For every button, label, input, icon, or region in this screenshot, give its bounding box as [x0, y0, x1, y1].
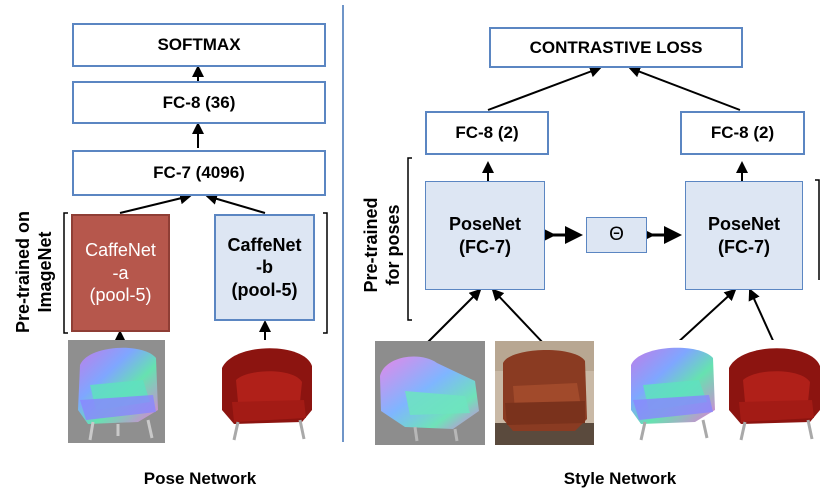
caffenet-a-line3: (pool-5) — [89, 285, 152, 306]
pose-side-label-line1: Pre-trained on — [13, 210, 33, 334]
fc7-4096-label: FC-7 (4096) — [153, 163, 245, 183]
posenet-left-box: PoseNet (FC-7) — [425, 181, 545, 290]
pose-side-label: Pre-trained on ImageNet — [12, 211, 56, 333]
softmax-label: SOFTMAX — [157, 35, 241, 55]
contrastive-loss-box: CONTRASTIVE LOSS — [489, 27, 743, 68]
caffenet-a-line2: -a — [112, 262, 129, 283]
caffenet-b-box: CaffeNet -b (pool-5) — [214, 214, 315, 321]
style-bracket-left — [407, 157, 412, 321]
arrow-caffenet-b-to-fc7 — [205, 193, 266, 214]
fc8-left-label: FC-8 (2) — [455, 123, 519, 143]
arrow-image1-to-posenet-left — [424, 288, 482, 346]
style-side-label-line2: for poses — [383, 204, 403, 286]
pose-side-label-line2: ImageNet — [35, 231, 55, 313]
normal-map-chair-image — [68, 340, 165, 443]
posenet-left-line1: PoseNet — [448, 214, 522, 234]
fc8-right-label: FC-8 (2) — [710, 123, 775, 143]
fc8-36-label: FC-8 (36) — [162, 92, 236, 112]
style-side-label: Pre-trained for poses — [360, 197, 404, 292]
caffenet-b-line3: (pool-5) — [231, 279, 298, 300]
arrow-image4-to-posenet-right — [748, 288, 776, 346]
theta-label: Θ — [609, 224, 624, 246]
style-side-label-line1: Pre-trained — [361, 197, 381, 293]
arrow-image2-to-posenet-left — [491, 288, 546, 346]
fc7-4096-box: FC-7 (4096) — [72, 150, 326, 196]
style-network-caption: Style Network — [563, 469, 677, 488]
theta-box: Θ — [586, 217, 647, 253]
leather-chair-photo-image — [495, 341, 594, 445]
posenet-right-line1: PoseNet — [707, 214, 781, 234]
arrow-image3-to-posenet-right — [674, 288, 737, 346]
pose-bracket-left — [63, 212, 68, 334]
arrow-fc8-right-to-loss — [628, 65, 741, 111]
contrastive-loss-label: CONTRASTIVE LOSS — [529, 37, 703, 57]
softmax-box: SOFTMAX — [72, 23, 326, 67]
normal-map-chair-rotated-image — [375, 341, 485, 445]
style-bracket-right — [815, 179, 820, 280]
arrow-caffenet-a-to-fc7 — [119, 192, 192, 214]
red-chair-image — [214, 340, 318, 443]
posenet-right-line2: (FC-7) — [718, 236, 770, 257]
fc8-right-box: FC-8 (2) — [680, 111, 805, 155]
caffenet-a-line1: CaffeNet — [85, 240, 156, 261]
caffenet-b-line1: CaffeNet — [227, 234, 302, 255]
pose-network-caption: Pose Network — [143, 469, 257, 488]
caffenet-a-box: CaffeNet -a (pool-5) — [71, 214, 170, 332]
red-chair-image-2 — [723, 340, 826, 443]
posenet-left-line2: (FC-7) — [459, 236, 511, 257]
arrow-fc8-left-to-loss — [487, 65, 602, 111]
fc8-36-box: FC-8 (36) — [72, 81, 326, 124]
posenet-right-box: PoseNet (FC-7) — [685, 181, 803, 290]
pose-bracket-right — [323, 212, 328, 334]
caffenet-b-line2: -b — [256, 257, 273, 278]
normal-map-chair-image-2 — [623, 340, 720, 443]
fc8-left-box: FC-8 (2) — [425, 111, 549, 155]
